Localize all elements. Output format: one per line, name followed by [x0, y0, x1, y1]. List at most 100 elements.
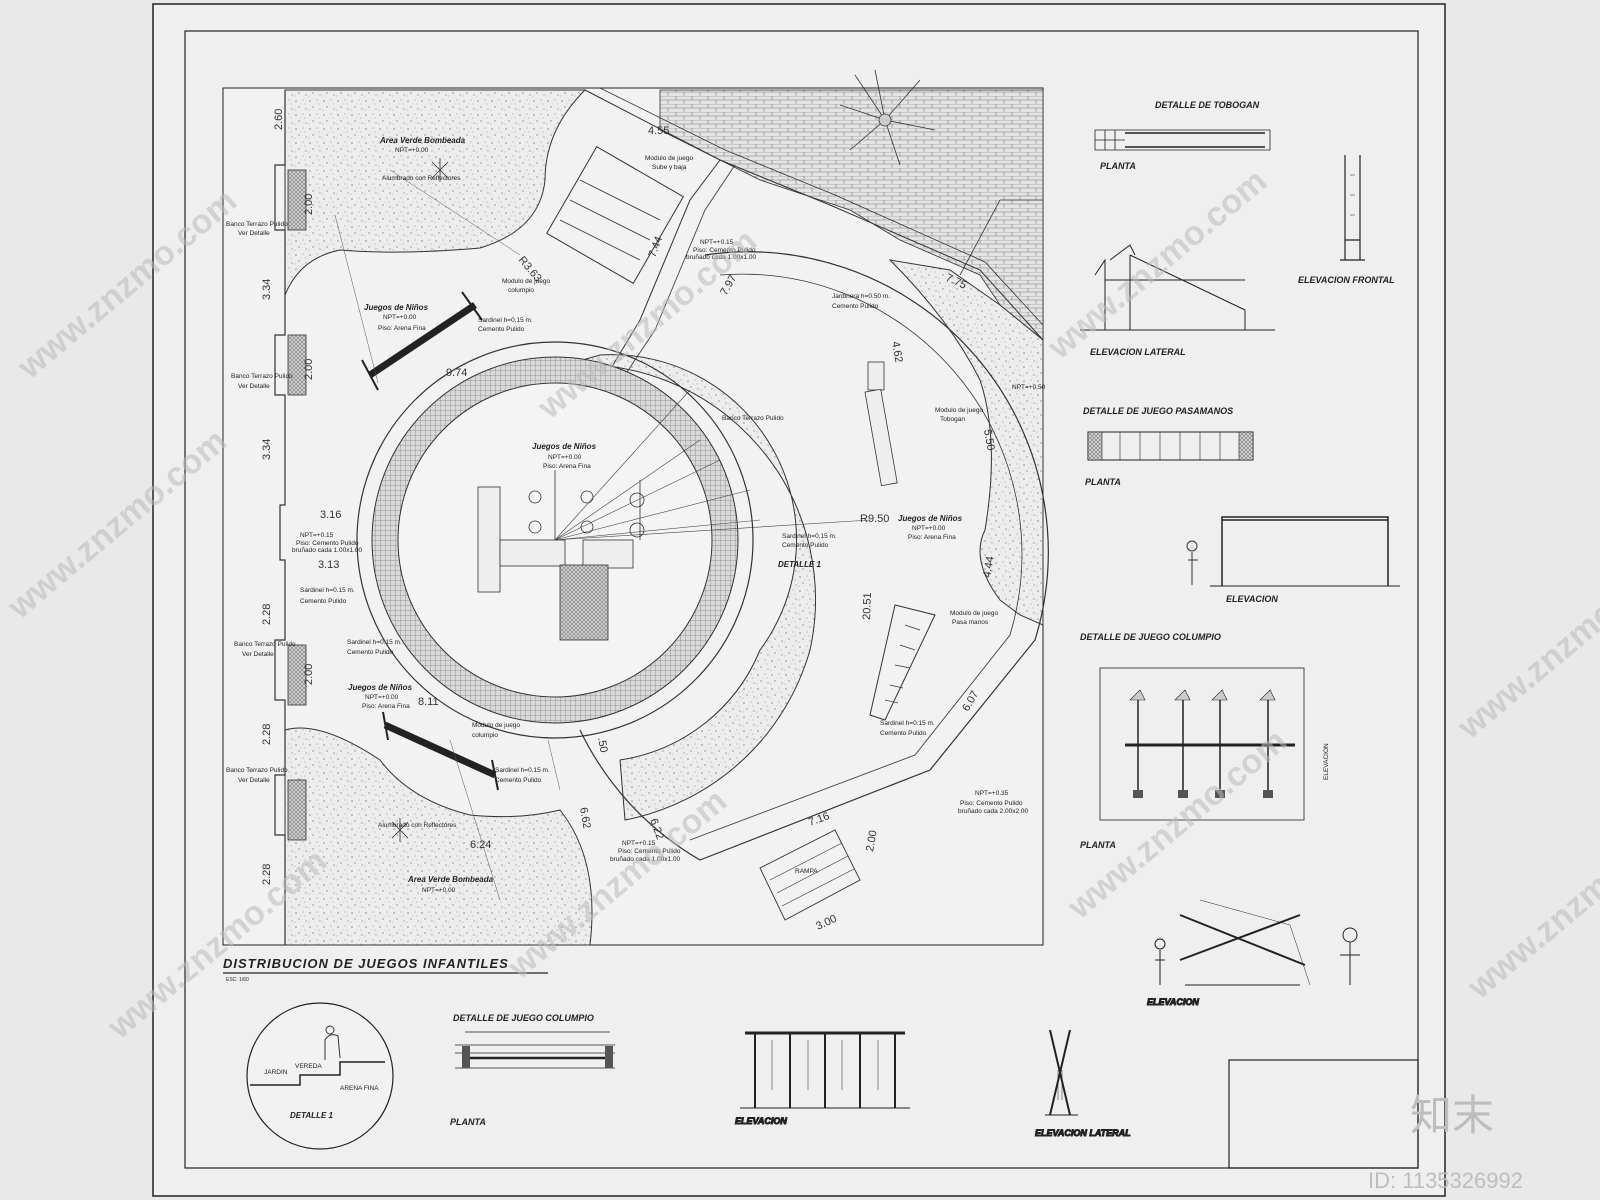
green-area-right — [888, 259, 1044, 626]
brand-id: ID: 1135326992 — [1368, 1168, 1523, 1193]
label-area-verde-top: Area Verde Bombeada — [379, 136, 466, 145]
label-piso-cemento-right: Piso: Cemento Pulido — [960, 800, 1023, 807]
label-sardinel-center: Sardinel h=0.15 m. — [782, 533, 837, 540]
label-banco-center: Banco Terrazo Pulido — [722, 415, 784, 422]
green-area-bottom — [284, 727, 593, 946]
label-npt-015-left: NPT=+0.15 — [300, 532, 334, 539]
columpio-planta-bottom: DETALLE DE JUEGO COLUMPIO PLANTA — [450, 1013, 615, 1127]
label-modulo-columpio-top: Modulo de juego — [502, 278, 550, 285]
label-sardinel-4: Sardinel h=0.15 m. — [880, 720, 935, 727]
columpio-planta-right-label: PLANTA — [1080, 840, 1116, 850]
label-cemento-5: Cemento Pulido — [495, 777, 542, 784]
green-area-top — [284, 89, 587, 296]
dim-r950: R9.50 — [860, 513, 889, 525]
label-npt-juegos-1: NPT=+0.00 — [383, 314, 417, 321]
dim-662: 6.62 — [577, 806, 593, 829]
jardinera-ring — [564, 354, 816, 821]
bench-4 — [287, 779, 307, 841]
label-modulo-sube: Modulo de juego — [645, 155, 693, 162]
label-ver-detalle-4: Ver Detalle — [238, 777, 270, 784]
columpio-detail-right: DETALLE DE JUEGO COLUMPIO ELEVACION PLAN… — [1080, 632, 1330, 850]
label-brunado-top: bruñado cada 1.00x1.00 — [686, 254, 756, 261]
label-npt-015-top: NPT=+0.15 — [700, 239, 734, 246]
columpio-elevacion-label: ELEVACION — [735, 1116, 787, 1126]
label-arena-right: Piso: Arena Fina — [908, 534, 956, 541]
label-piso-cemento-left: Piso: Cemento Pulido — [296, 540, 359, 547]
tobogan-lateral-label: ELEVACION LATERAL — [1090, 347, 1186, 357]
dim-200-b: 2.00 — [303, 359, 315, 380]
seesaw-elevation: ELEVACION — [1147, 899, 1360, 1008]
dim-200-a: 2.00 — [303, 194, 315, 215]
columpio-title-bottom: DETALLE DE JUEGO COLUMPIO — [453, 1013, 594, 1023]
label-cemento-center: Cemento Pulido — [782, 542, 829, 549]
label-npt-050: NPT=+0.50 — [1012, 384, 1046, 391]
tobogan-planta-label: PLANTA — [1100, 161, 1136, 171]
dim-624: 6.24 — [470, 839, 491, 851]
grid-ring — [372, 357, 738, 723]
dim-455: 4.55 — [648, 125, 669, 137]
label-brunado-left: bruñado cada 1.00x1.00 — [292, 547, 362, 554]
dim-974: 9.74 — [446, 367, 467, 379]
main-scale: ESC: 1/60 — [226, 977, 249, 983]
label-tobogan: Tobogan — [940, 416, 965, 423]
label-juegos-ninos-2: Juegos de Niños — [348, 683, 413, 692]
dim-313: 3.13 — [318, 559, 339, 571]
bench-1 — [287, 169, 307, 231]
walkway-left — [609, 159, 721, 371]
label-npt-bottom: NPT=+0.00 — [422, 887, 456, 894]
label-npt-right: NPT=+0.00 — [912, 525, 946, 532]
columpio-title-right: DETALLE DE JUEGO COLUMPIO — [1080, 632, 1221, 642]
tobogan-frontal-label: ELEVACION FRONTAL — [1298, 275, 1395, 285]
dim-334-b: 3.34 — [261, 439, 273, 460]
label-columpio-top: columpio — [508, 287, 534, 294]
label-juegos-ninos-right: Juegos de Niños — [898, 514, 963, 523]
label-cemento-jard: Cemento Pulido — [832, 303, 879, 310]
label-cemento-1: Cemento Pulido — [478, 326, 525, 333]
columpio-elevacion-side: ELEVACION — [1323, 743, 1330, 780]
label-sube-baja: Sube y baja — [652, 164, 687, 171]
label-arena-1: Piso: Arena Fina — [378, 325, 426, 332]
dim-811: 8.11 — [418, 696, 439, 708]
label-arena-2: Piso: Arena Fina — [362, 703, 410, 710]
seesaw-elevacion-label: ELEVACION — [1147, 997, 1199, 1007]
label-banco-3: Banco Terrazo Pulido — [234, 641, 296, 648]
label-ver-detalle-3: Ver Detalle — [242, 651, 274, 658]
swing-module-bottom — [382, 711, 499, 791]
label-npt-juegos-2: NPT=+0.00 — [365, 694, 399, 701]
bench-2 — [287, 334, 307, 396]
columpio-planta-label: PLANTA — [450, 1117, 486, 1127]
label-sardinel-2: Sardinel h=0.15 m. — [300, 587, 355, 594]
seesaw-module — [546, 146, 684, 284]
detalle-1-title: DETALLE 1 — [290, 1111, 334, 1120]
dim-228-c: 2.28 — [261, 864, 273, 885]
columpio-elevacion-lateral: ELEVACION LATERAL — [1035, 1029, 1131, 1139]
label-cemento-4: Cemento Pulido — [880, 730, 927, 737]
slide-module — [864, 361, 898, 487]
label-banco-4: Banco Terrazo Pulido — [226, 767, 288, 774]
detalle-arena: ARENA FINA — [340, 1085, 379, 1092]
label-sardinel-5: Sardinel h=0.15 m. — [495, 767, 550, 774]
dim-334-a: 3.34 — [261, 279, 273, 300]
watermark-9: www.znzmo.com — [1460, 802, 1600, 1007]
label-columpio-bottom: columpio — [472, 732, 498, 739]
label-juegos-ninos-1: Juegos de Niños — [364, 303, 429, 312]
shrub-icon — [391, 158, 449, 842]
columpio-elevacion-bottom: ELEVACION — [735, 1031, 910, 1127]
brick-path — [959, 199, 1043, 276]
central-play-structure — [477, 470, 645, 641]
radial-lines — [554, 389, 871, 541]
dim-228-b: 2.28 — [261, 724, 273, 745]
label-cemento-3: Cemento Pulido — [347, 649, 394, 656]
label-npt-015-bottom: NPT=+0.15 — [622, 840, 656, 847]
pasamanos-title: DETALLE DE JUEGO PASAMANOS — [1083, 406, 1233, 416]
dim-462: 4.62 — [889, 340, 905, 363]
label-modulo-tobogan: Modulo de juego — [935, 407, 983, 414]
label-banco-1: Banco Terrazo Pulido — [226, 221, 288, 228]
walkway-left-2 — [624, 164, 736, 376]
dim-260: 2.60 — [273, 109, 285, 130]
left-wall — [274, 90, 286, 945]
pasamanos-detail: DETALLE DE JUEGO PASAMANOS PLANTA ELEVAC… — [1083, 406, 1400, 604]
label-brunado-bottom: bruñado cada 1.00x1.00 — [610, 856, 680, 863]
dim-228-a: 2.28 — [261, 604, 273, 625]
